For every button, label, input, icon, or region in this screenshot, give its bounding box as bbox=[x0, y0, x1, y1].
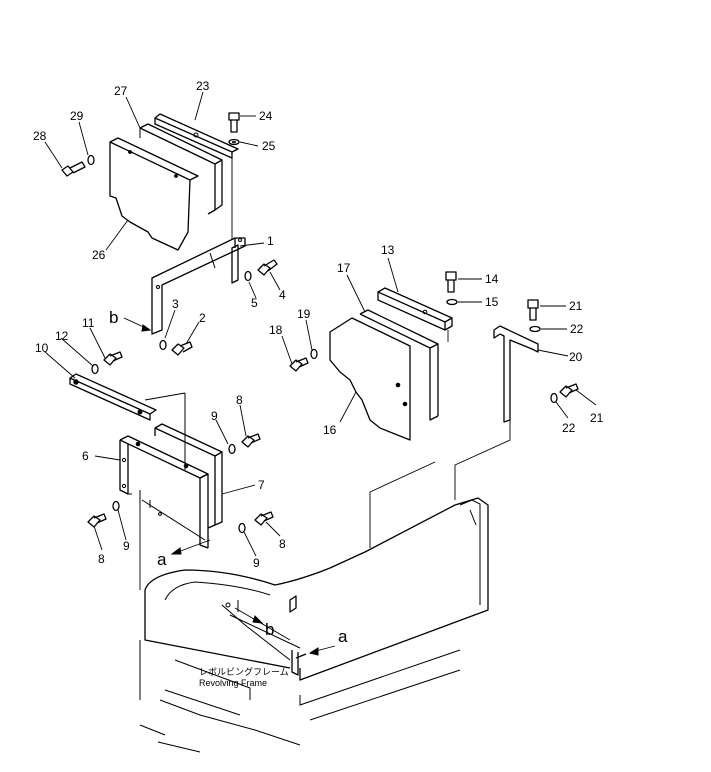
callout-13: 13 bbox=[381, 243, 395, 257]
callout-25: 25 bbox=[262, 139, 276, 153]
callout-4: 4 bbox=[279, 288, 286, 302]
callout-1: 1 bbox=[267, 234, 274, 248]
view-arrow-a-right bbox=[308, 645, 336, 656]
callout-26: 26 bbox=[92, 248, 106, 262]
callout-29: 29 bbox=[70, 109, 84, 123]
part-7-plate bbox=[135, 392, 223, 529]
part-26-cover-plate bbox=[109, 137, 199, 251]
view-arrow-a-left bbox=[170, 539, 211, 555]
callout-8-left: 8 bbox=[98, 552, 105, 566]
view-arrow-b-upper bbox=[123, 317, 152, 332]
part-6-panel bbox=[119, 435, 209, 549]
callout-15: 15 bbox=[485, 295, 499, 309]
callout-5: 5 bbox=[251, 296, 258, 310]
callout-27: 27 bbox=[114, 84, 128, 98]
bolt-8-left bbox=[87, 513, 107, 528]
callout-10: 10 bbox=[35, 341, 49, 355]
callout-7: 7 bbox=[258, 478, 265, 492]
callout-17: 17 bbox=[337, 261, 351, 275]
washer-22-upper bbox=[529, 325, 541, 333]
route-line-20 bbox=[454, 420, 511, 500]
dashed-mark bbox=[139, 490, 151, 508]
bolt-8-right bbox=[254, 511, 274, 526]
callout-14: 14 bbox=[485, 272, 499, 286]
callout-3: 3 bbox=[172, 297, 179, 311]
callout-21-upper: 21 bbox=[569, 299, 583, 313]
washer-29 bbox=[87, 154, 95, 166]
callout-21-lower: 21 bbox=[590, 411, 604, 425]
callout-8-right: 8 bbox=[279, 537, 286, 551]
bolt-8-upper bbox=[241, 433, 261, 448]
part-10-bracket bbox=[69, 373, 157, 421]
callout-16: 16 bbox=[323, 423, 337, 437]
view-marker-a-left: a bbox=[157, 550, 167, 569]
washer-9-upper bbox=[228, 443, 236, 455]
bolt-14 bbox=[445, 271, 457, 293]
bolt-18 bbox=[289, 357, 309, 372]
part-13-bracket bbox=[377, 287, 453, 342]
callout-22-lower: 22 bbox=[562, 421, 576, 435]
part-23-bracket bbox=[154, 113, 239, 240]
callout-labels: 1 2 3 4 5 6 7 8 8 8 9 9 9 10 11 12 13 14… bbox=[33, 79, 604, 570]
part-16-cover bbox=[329, 317, 411, 441]
washer-25 bbox=[228, 138, 240, 146]
washer-3 bbox=[159, 339, 167, 351]
washer-12 bbox=[91, 363, 99, 375]
callout-24: 24 bbox=[259, 109, 273, 123]
callout-22-upper: 22 bbox=[570, 322, 584, 336]
callout-8-upper: 8 bbox=[236, 393, 243, 407]
callout-20: 20 bbox=[569, 350, 583, 364]
bolt-24 bbox=[228, 112, 240, 133]
callout-23: 23 bbox=[196, 79, 210, 93]
frame-label-english: Revolving Frame bbox=[199, 678, 267, 688]
bolt-21-lower bbox=[559, 383, 579, 398]
part-20-bracket bbox=[493, 325, 539, 423]
callout-9-right: 9 bbox=[253, 556, 260, 570]
part-1-bracket bbox=[151, 237, 246, 335]
callout-2: 2 bbox=[199, 311, 206, 325]
washer-19 bbox=[310, 348, 318, 360]
callout-18: 18 bbox=[269, 323, 283, 337]
callout-12: 12 bbox=[55, 329, 69, 343]
callout-19: 19 bbox=[297, 307, 311, 321]
washer-22-lower bbox=[550, 392, 558, 404]
view-marker-b-upper: b bbox=[109, 308, 118, 327]
washer-9-right bbox=[238, 522, 246, 534]
revolving-frame bbox=[139, 497, 489, 753]
bolt-2 bbox=[171, 341, 193, 356]
frame-label-japanese: レボルビングフレーム bbox=[199, 666, 289, 677]
callout-28: 28 bbox=[33, 129, 47, 143]
bolt-4 bbox=[257, 259, 278, 276]
view-arrow-b-lower bbox=[234, 607, 291, 641]
washer-15 bbox=[446, 298, 458, 306]
callout-9-left: 9 bbox=[123, 539, 130, 553]
part-17-plate bbox=[359, 309, 439, 421]
route-line-16 bbox=[369, 461, 436, 548]
bolt-28 bbox=[61, 161, 86, 177]
washer-9-left bbox=[112, 500, 120, 512]
leader-lines bbox=[44, 91, 597, 557]
washer-5 bbox=[244, 270, 252, 282]
guide-line-a bbox=[141, 499, 206, 541]
view-marker-b-lower: b bbox=[265, 620, 274, 639]
part-27-plate bbox=[139, 123, 223, 215]
callout-6: 6 bbox=[82, 449, 89, 463]
bolt-11 bbox=[103, 351, 123, 366]
view-marker-a-right: a bbox=[338, 627, 348, 646]
callout-9-upper: 9 bbox=[211, 409, 218, 423]
callout-11: 11 bbox=[82, 316, 95, 330]
bolt-21-upper bbox=[527, 299, 539, 321]
